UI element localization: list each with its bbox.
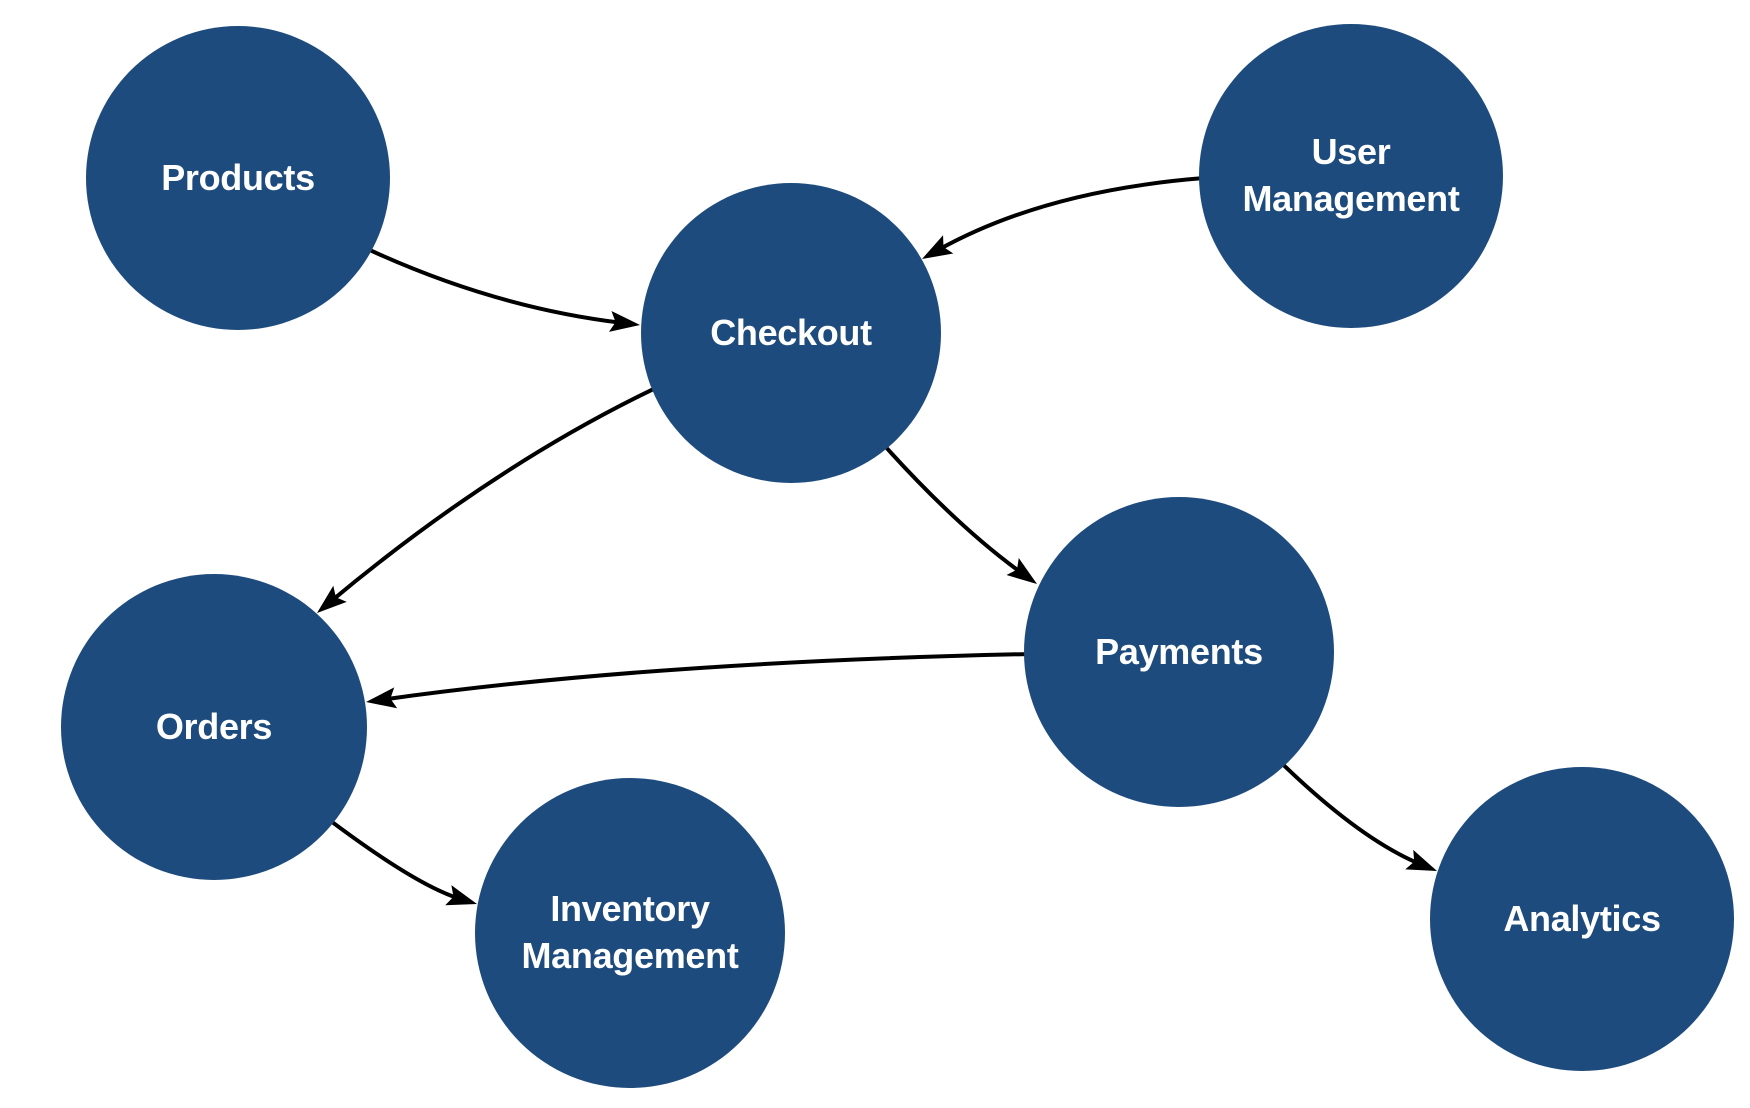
node-label-inventory-management: Inventory Management [521,888,739,976]
node-checkout[interactable]: Checkout [641,183,941,483]
node-label-orders: Orders [155,705,273,747]
arrowhead-user-management-checkout [922,235,954,259]
node-user-management[interactable]: User Management [1199,24,1503,328]
node-label-checkout: Checkout [710,311,872,353]
node-label-user-management: User Management [1242,131,1460,219]
node-payments[interactable]: Payments [1024,497,1334,807]
arrowhead-checkout-payments [1006,557,1037,584]
node-inventory-management[interactable]: Inventory Management [475,778,785,1088]
node-label-products: Products [161,156,315,198]
arrowhead-payments-orders [366,687,398,709]
node-products[interactable]: Products [86,26,390,330]
node-label-payments: Payments [1095,630,1263,672]
node-label-analytics: Analytics [1503,897,1661,939]
arrowhead-orders-inventory-management [445,885,477,906]
arrowhead-payments-analytics [1405,849,1437,871]
arrowhead-checkout-orders [317,585,347,613]
arrowhead-products-checkout [608,311,640,332]
node-analytics[interactable]: Analytics [1430,767,1734,1071]
node-orders[interactable]: Orders [61,574,367,880]
